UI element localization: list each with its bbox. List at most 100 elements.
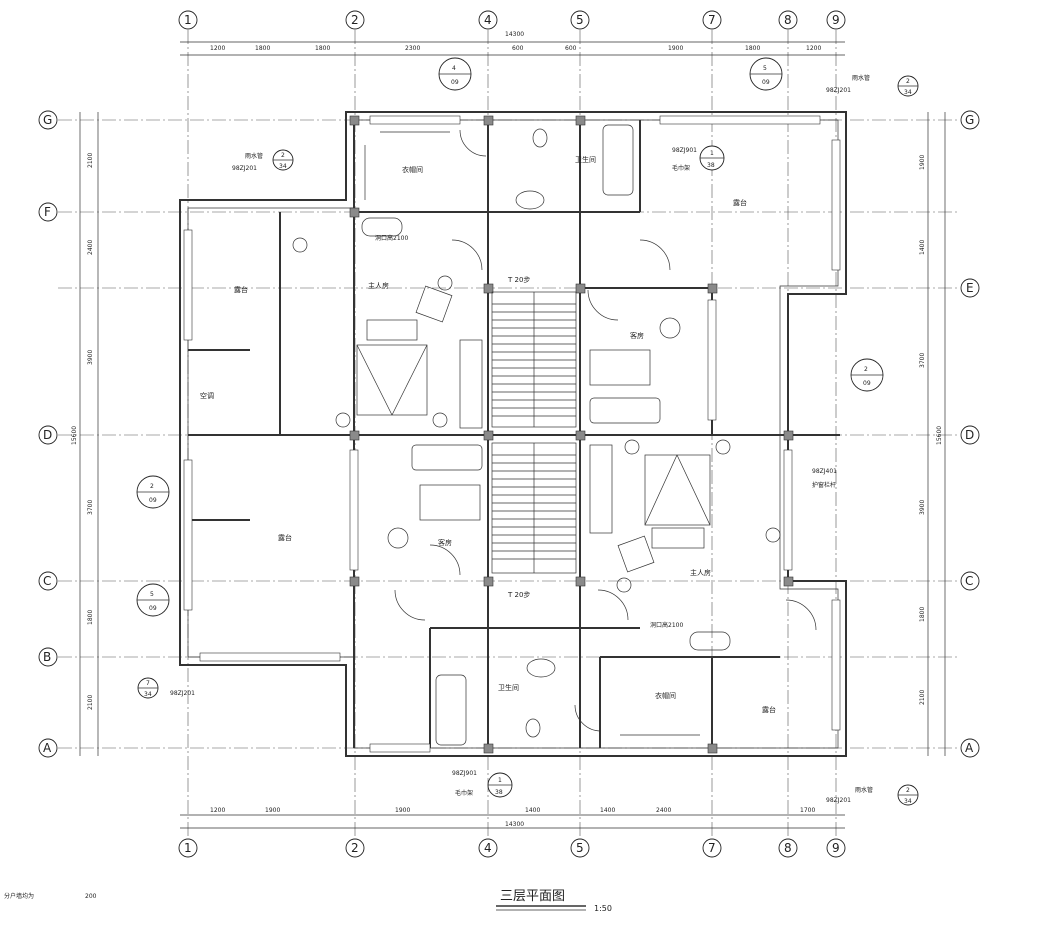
dim-bottom-7: 1700 xyxy=(800,807,815,814)
sink-icon xyxy=(526,658,556,678)
axis-label: 5 xyxy=(576,13,584,27)
doors xyxy=(394,129,817,732)
stair-treads-upper xyxy=(492,303,576,417)
dim-top-7: 1900 xyxy=(668,45,683,52)
svg-text:09: 09 xyxy=(762,79,770,86)
dim-left-5: 1800 xyxy=(87,610,94,625)
bathtub-icon xyxy=(435,674,467,746)
axis-label: D xyxy=(43,428,52,442)
standard-ref: 98ZJ901 xyxy=(672,147,697,154)
dim-top-1: 1200 xyxy=(210,45,225,52)
dim-right-6: 2100 xyxy=(919,690,926,705)
furniture xyxy=(292,124,781,746)
callout: 509 xyxy=(749,57,783,91)
axis-label: 4 xyxy=(484,13,492,27)
svg-text:2: 2 xyxy=(906,78,910,85)
callout: 234 xyxy=(272,149,294,171)
dim-bottom-5: 1400 xyxy=(600,807,615,814)
rain-pipe-note: 雨水管 xyxy=(245,152,263,160)
axis-label: 7 xyxy=(708,841,716,855)
column xyxy=(707,283,718,294)
toilet-icon xyxy=(525,718,541,738)
lamp-icon xyxy=(624,439,640,455)
callout: 2 09 xyxy=(136,475,170,509)
lamp-icon xyxy=(765,527,781,543)
sink-icon xyxy=(515,190,545,210)
armchair-icon xyxy=(617,535,655,573)
room-label: 露台 xyxy=(234,285,248,294)
dim-top-4: 2300 xyxy=(405,45,420,52)
dim-left-1: 2100 xyxy=(87,153,94,168)
lamp-icon xyxy=(616,577,632,593)
room-label: 主人房 xyxy=(368,281,389,290)
column xyxy=(575,576,586,587)
dim-bottom-4: 1400 xyxy=(525,807,540,814)
dim-right-total: 15600 xyxy=(936,426,943,445)
axis-label: A xyxy=(43,741,52,755)
axis-label: E xyxy=(966,281,974,295)
column xyxy=(575,283,586,294)
dim-right-2: 1400 xyxy=(919,240,926,255)
room-label: 卫生间 xyxy=(498,683,519,692)
callouts: 409 509 209 209 509 138 138 234 xyxy=(136,57,919,806)
dim-bottom-6: 2400 xyxy=(656,807,671,814)
svg-text:2: 2 xyxy=(150,483,154,490)
rail-note: 护窗栏杆 xyxy=(812,481,836,489)
column xyxy=(349,576,360,587)
dim-top-3: 1800 xyxy=(315,45,330,52)
column xyxy=(783,430,794,441)
axis-label: 5 xyxy=(576,841,584,855)
toilet-icon xyxy=(532,128,548,148)
column xyxy=(483,430,494,441)
callout: 734 xyxy=(137,677,159,699)
columns xyxy=(349,115,794,754)
svg-text:09: 09 xyxy=(451,79,459,86)
standard-ref: 98ZJ901 xyxy=(452,770,477,777)
dim-left-4: 3700 xyxy=(87,500,94,515)
room-label: 客房 xyxy=(630,331,644,340)
towel-note: 毛巾架 xyxy=(672,164,690,172)
svg-text:2: 2 xyxy=(906,787,910,794)
lamp-icon xyxy=(335,412,351,428)
column xyxy=(349,207,360,218)
column xyxy=(349,115,360,126)
callout: 2 34 xyxy=(897,784,919,806)
lamp-icon xyxy=(437,275,453,291)
dim-top-9: 1200 xyxy=(806,45,821,52)
svg-text:09: 09 xyxy=(149,497,157,504)
room-label: 卫生间 xyxy=(575,155,596,164)
sofa-icon xyxy=(411,444,483,471)
callout: 234 xyxy=(897,75,919,97)
axis-label: A xyxy=(965,741,974,755)
column xyxy=(483,743,494,754)
room-labels: 衣帽间 卫生间 主人房 露台 客房 客房 主人房 露台 卫生间 衣帽间 露台 露… xyxy=(200,155,776,714)
column xyxy=(349,430,360,441)
svg-text:09: 09 xyxy=(149,605,157,612)
svg-text:38: 38 xyxy=(495,789,503,796)
annotations: 洞口高2100 洞口高2100 雨水管 雨水管 雨水管 98ZJ201 98ZJ… xyxy=(170,74,873,804)
rain-pipe-note: 雨水管 xyxy=(855,786,873,794)
dim-top-5: 600 xyxy=(512,45,524,52)
door-height-note: 洞口高2100 xyxy=(375,234,408,242)
column xyxy=(575,430,586,441)
axis-label: 2 xyxy=(351,841,359,855)
svg-text:34: 34 xyxy=(904,798,912,805)
svg-text:38: 38 xyxy=(707,162,715,169)
table-icon xyxy=(589,349,651,386)
callout: 509 xyxy=(136,583,170,617)
axis-markers-right: G E D C A xyxy=(960,110,980,758)
windows xyxy=(183,115,841,753)
drawing-scale: 1:50 xyxy=(594,904,612,913)
svg-text:34: 34 xyxy=(279,163,287,170)
room-label: 衣帽间 xyxy=(655,691,676,700)
room-label: 露台 xyxy=(278,533,292,542)
chair-icon xyxy=(659,317,681,339)
dim-left-2: 2400 xyxy=(87,240,94,255)
dim-bottom-3: 1900 xyxy=(395,807,410,814)
dim-left-6: 2100 xyxy=(87,695,94,710)
dim-top-total: 14300 xyxy=(505,31,524,38)
svg-text:7: 7 xyxy=(146,680,150,687)
axis-label: 8 xyxy=(784,841,792,855)
axis-label: G xyxy=(965,113,974,127)
